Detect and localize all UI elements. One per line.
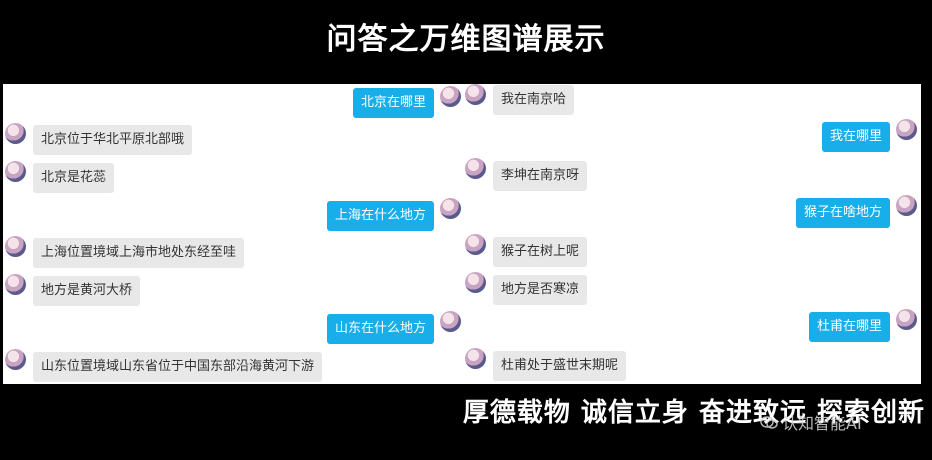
watermark-text: 认知智能AI: [782, 414, 862, 433]
user-message-bubble: 上海在什么地方: [326, 201, 434, 231]
bot-avatar: [465, 158, 486, 179]
bot-message-bubble: 北京是花蕊: [33, 163, 115, 193]
user-avatar: [440, 86, 461, 107]
user-message-bubble: 猴子在啥地方: [795, 198, 890, 228]
bot-avatar: [5, 349, 26, 370]
bot-avatar: [5, 123, 26, 144]
user-message-bubble: 北京在哪里: [352, 88, 434, 118]
bot-message-bubble: 山东位置境域山东省位于中国东部沿海黄河下游: [33, 352, 323, 382]
user-avatar: [440, 311, 461, 332]
bot-message-bubble: 上海位置境域上海市地处东经至哇: [33, 238, 245, 268]
bot-avatar: [5, 161, 26, 182]
bot-message-bubble: 我在南京哈: [493, 85, 575, 115]
bot-avatar: [465, 84, 486, 105]
user-message-bubble: 我在哪里: [821, 122, 890, 152]
user-avatar: [896, 309, 917, 330]
user-message-bubble: 山东在什么地方: [326, 314, 434, 344]
user-message-bubble: 杜甫在哪里: [808, 312, 890, 342]
bot-avatar: [5, 236, 26, 257]
wechat-icon: [760, 415, 778, 429]
bot-avatar: [465, 348, 486, 369]
bot-message-bubble: 地方是黄河大桥: [33, 276, 141, 306]
bot-message-bubble: 李坤在南京呀: [493, 161, 588, 191]
bot-message-bubble: 地方是否寒凉: [493, 275, 588, 305]
chat-column-left[interactable]: 北京在哪里 北京位于华北平原北部哦 北京是花蕊 上海在什么地方 上海位置境域上海…: [3, 84, 461, 384]
page-title: 问答之万维图谱展示: [326, 22, 606, 57]
bot-message-bubble: 杜甫处于盛世末期呢: [493, 351, 627, 381]
bot-message-bubble: 北京位于华北平原北部哦: [33, 125, 193, 155]
user-avatar: [440, 198, 461, 219]
chat-panel: 北京在哪里 北京位于华北平原北部哦 北京是花蕊 上海在什么地方 上海位置境域上海…: [3, 84, 921, 384]
footer-slogan: 厚德载物 诚信立身 奋进致远 探索创新: [462, 398, 925, 428]
bot-message-bubble: 猴子在树上呢: [493, 237, 588, 267]
bot-avatar: [465, 234, 486, 255]
chat-column-right[interactable]: 我在南京哈 我在哪里 李坤在南京呀 猴子在啥地方 猴子在树上呢 地方是否寒凉 杜…: [461, 84, 921, 384]
bot-avatar: [465, 272, 486, 293]
watermark: 认知智能AI: [760, 410, 862, 434]
user-avatar: [896, 119, 917, 140]
user-avatar: [896, 195, 917, 216]
bot-avatar: [5, 274, 26, 295]
